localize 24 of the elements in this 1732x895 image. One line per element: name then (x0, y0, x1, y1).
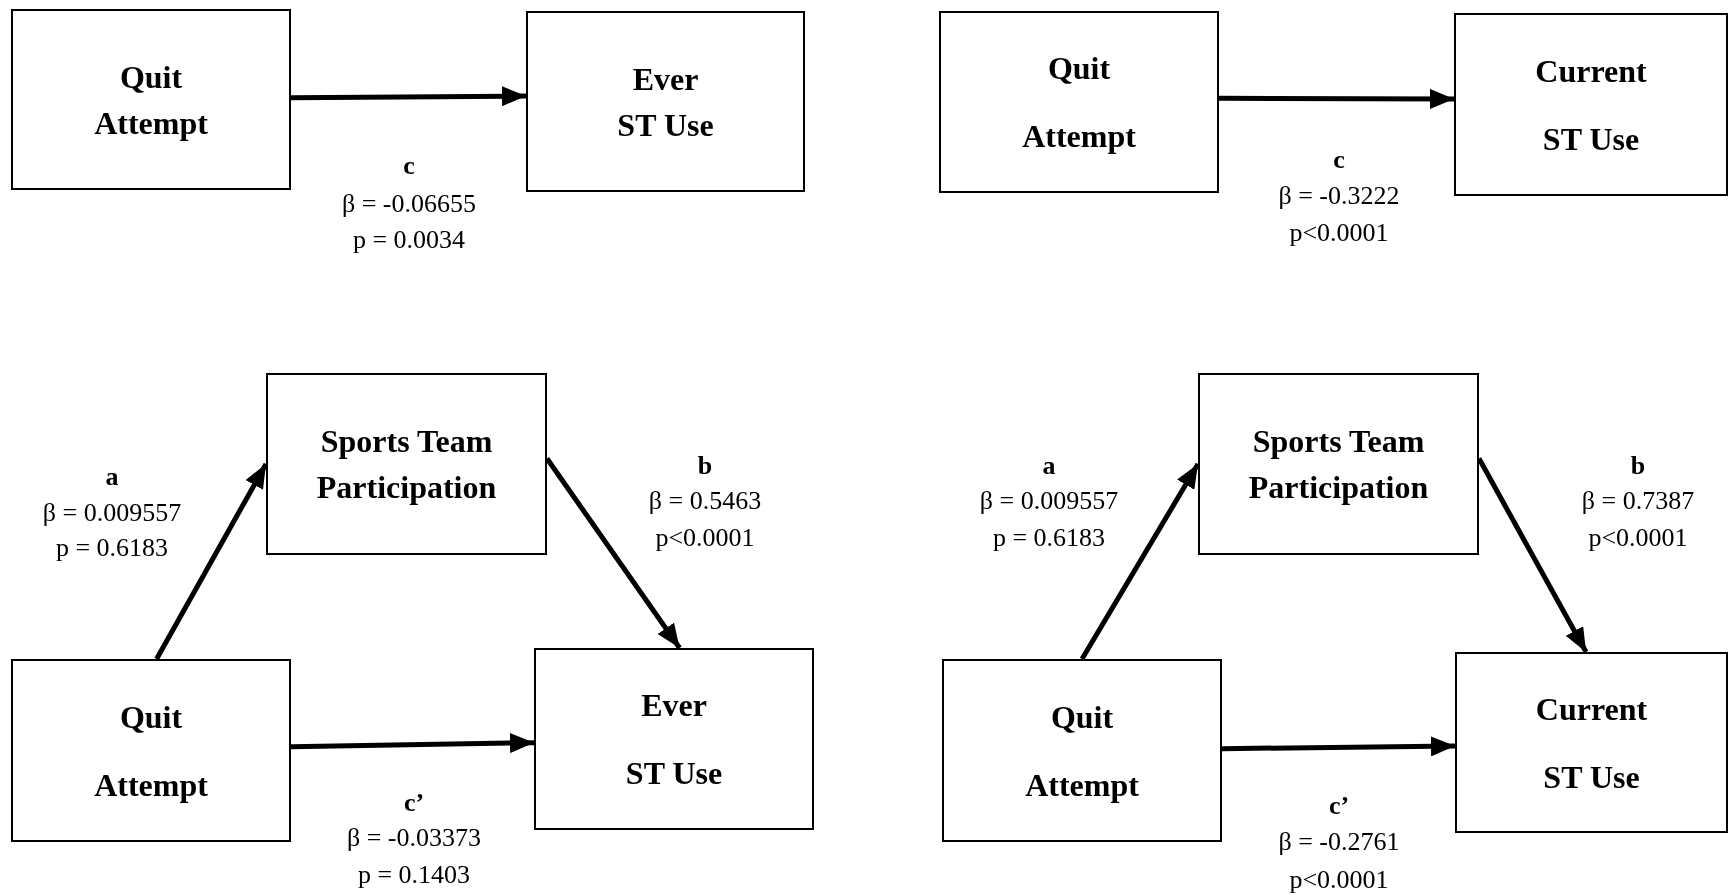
variable-box (1455, 652, 1728, 833)
variable-name: Quit Attempt (93, 57, 209, 143)
arrow (1219, 88, 1454, 109)
variable-name: Ever ST Use (624, 686, 724, 793)
variable-name: Quit Attempt (1021, 49, 1137, 156)
variable-name: Current ST Use (1534, 689, 1649, 797)
variable-name: Sports Team Participation (315, 422, 498, 507)
variable-box (1454, 13, 1728, 196)
variable-box (526, 11, 805, 192)
variable-name: Current ST Use (1534, 51, 1648, 159)
arrow (290, 733, 535, 754)
variable-box (266, 373, 547, 555)
variable-name: Quit Attempt (93, 697, 209, 805)
variable-name: Quit Attempt (1024, 697, 1140, 805)
variable-box (534, 648, 814, 830)
variable-box (11, 9, 291, 190)
variable-name: Ever ST Use (616, 59, 715, 145)
variable-box (939, 11, 1219, 193)
variable-name: Sports Team Participation (1247, 422, 1430, 507)
variable-box (11, 659, 291, 842)
variable-box (1198, 373, 1479, 555)
arrow (291, 86, 526, 107)
variable-box (942, 659, 1222, 842)
arrow (1221, 736, 1456, 757)
